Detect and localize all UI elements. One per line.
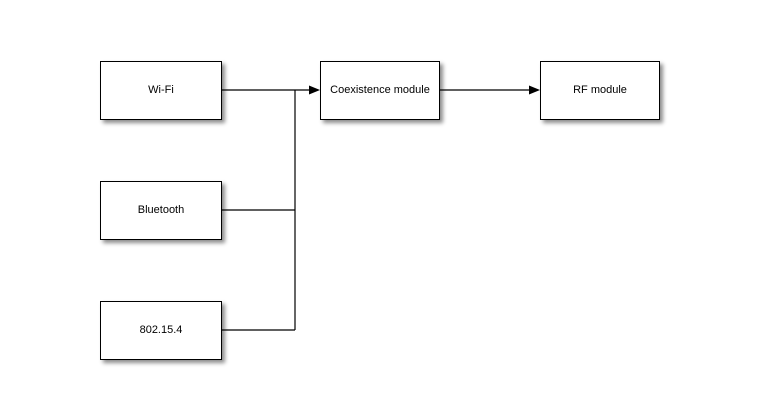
- node-wifi[interactable]: Wi-Fi: [100, 61, 222, 120]
- arrowhead-rf: [529, 85, 540, 95]
- node-coexistence-module-label: Coexistence module: [330, 84, 430, 97]
- node-wifi-label: Wi-Fi: [148, 84, 174, 97]
- node-bluetooth-label: Bluetooth: [137, 204, 185, 217]
- node-802-15-4[interactable]: 802.15.4: [100, 301, 222, 360]
- node-802-15-4-label: 802.15.4: [139, 324, 183, 337]
- node-rf-module-label: RF module: [573, 84, 627, 97]
- node-bluetooth[interactable]: Bluetooth: [100, 181, 222, 240]
- arrowhead-coexistence: [309, 85, 320, 95]
- node-rf-module[interactable]: RF module: [540, 61, 660, 120]
- node-coexistence-module[interactable]: Coexistence module: [320, 61, 440, 120]
